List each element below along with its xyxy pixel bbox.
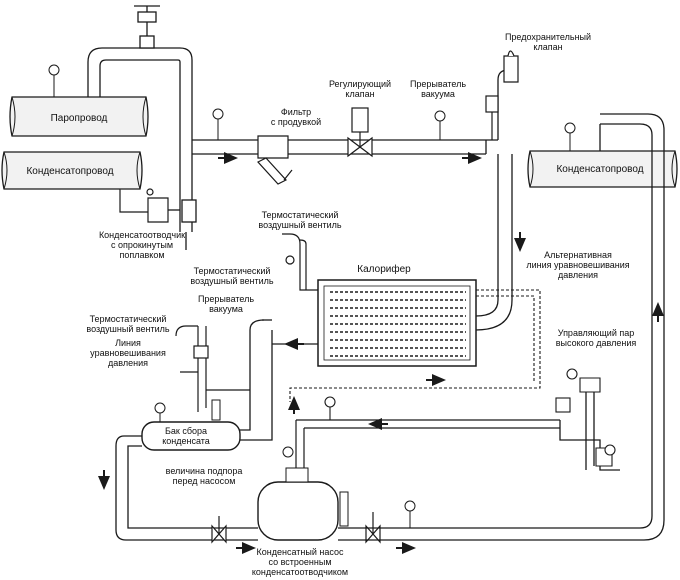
thermo-vent-upper-label-1: Термостатический (262, 210, 339, 220)
alt-balance-line-label-2: линия уравновешивания (526, 260, 629, 270)
condensate-header-left-label: Конденсатопровод (26, 166, 113, 177)
check-valve (211, 512, 381, 544)
float-trap (119, 188, 169, 223)
steam-supply-pipe (87, 5, 513, 300)
pressure-gauge (48, 64, 576, 151)
pump-label-2: со встроенным (268, 557, 331, 567)
vacuum-breaker-mid-label-2: вакуума (209, 304, 243, 314)
pressure-gauge (404, 500, 416, 528)
balance-line-label-3: давления (108, 358, 148, 368)
strainer-label-1: Фильтр (281, 107, 311, 117)
thermo-vent-mid-label-2: воздушный вентиль (190, 276, 274, 286)
control-valve (347, 107, 373, 158)
thermo-vent-left-label-2: воздушный вентиль (86, 324, 170, 334)
safety-valve (503, 50, 519, 83)
thermo-vent-upper-label-2: воздушный вентиль (258, 220, 342, 230)
pump-head-label-1: величина подпора (166, 466, 243, 476)
vacuum-breaker-top-label-1: Прерыватель (410, 79, 466, 89)
pump-head-label-2: перед насосом (173, 476, 236, 486)
hp-motive-steam-label-2: высокого давления (556, 338, 637, 348)
thermo-vent-left-label-1: Термостатический (90, 314, 167, 324)
float-trap-label-1: Конденсатоотводчик (99, 230, 185, 240)
condensate-header-right-label: Конденсатопровод (556, 164, 643, 175)
condensate-header-left: Конденсатопровод (1, 151, 143, 190)
heater-coil: Калорифер (317, 263, 477, 367)
balance-line-label-2: уравновешивания (90, 348, 166, 358)
motive-steam-pipe (296, 380, 620, 471)
pump-label-1: Конденсатный насос (257, 547, 344, 557)
strainer (257, 135, 293, 185)
receiver-label-1: Бак сбора (165, 426, 207, 436)
pump-label-3: конденсатоотводчиком (252, 567, 348, 577)
control-valve-label-2: клапан (345, 89, 374, 99)
alt-balance-line (289, 289, 541, 402)
thermo-vent-left (175, 325, 250, 412)
heater-outlet-pipe (228, 319, 318, 441)
pump-suction-pipe (115, 435, 258, 541)
thermo-vent-mid-label-1: Термостатический (194, 266, 271, 276)
strainer-label-2: с продувкой (271, 117, 321, 127)
steam-header-label: Паропровод (51, 113, 108, 124)
heater-label: Калорифер (357, 263, 411, 275)
flow-arrows (98, 152, 664, 554)
vacuum-breaker-mid-label-1: Прерыватель (198, 294, 254, 304)
pump-discharge-pipe (338, 113, 665, 541)
condensate-header-right: Конденсатопровод (527, 150, 678, 188)
float-trap-label-3: поплавком (119, 250, 164, 260)
balance-line-label-1: Линия (115, 338, 141, 348)
alt-balance-line-label-1: Альтернативная (544, 250, 612, 260)
control-valve-label-1: Регулирующий (329, 79, 391, 89)
vacuum-breaker-top-label-2: вакуума (421, 89, 455, 99)
float-trap-label-2: с опрокинутым (111, 240, 173, 250)
thermo-vent-upper (282, 233, 318, 291)
safety-valve-label-1: Предохранительный (505, 32, 591, 42)
steam-header: Паропровод (9, 96, 149, 137)
condensate-receiver: Бак сбора конденсата (141, 399, 241, 451)
safety-valve-label-2: клапан (533, 42, 562, 52)
condensate-pump (257, 420, 349, 541)
receiver-label-2: конденсата (162, 436, 210, 446)
motive-steam-valves (324, 368, 616, 467)
heater-inlet-pipe (475, 299, 513, 331)
alt-balance-line-label-3: давления (558, 270, 598, 280)
hp-motive-steam-label-1: Управляющий пар (558, 328, 635, 338)
vacuum-breaker-top (485, 95, 499, 140)
